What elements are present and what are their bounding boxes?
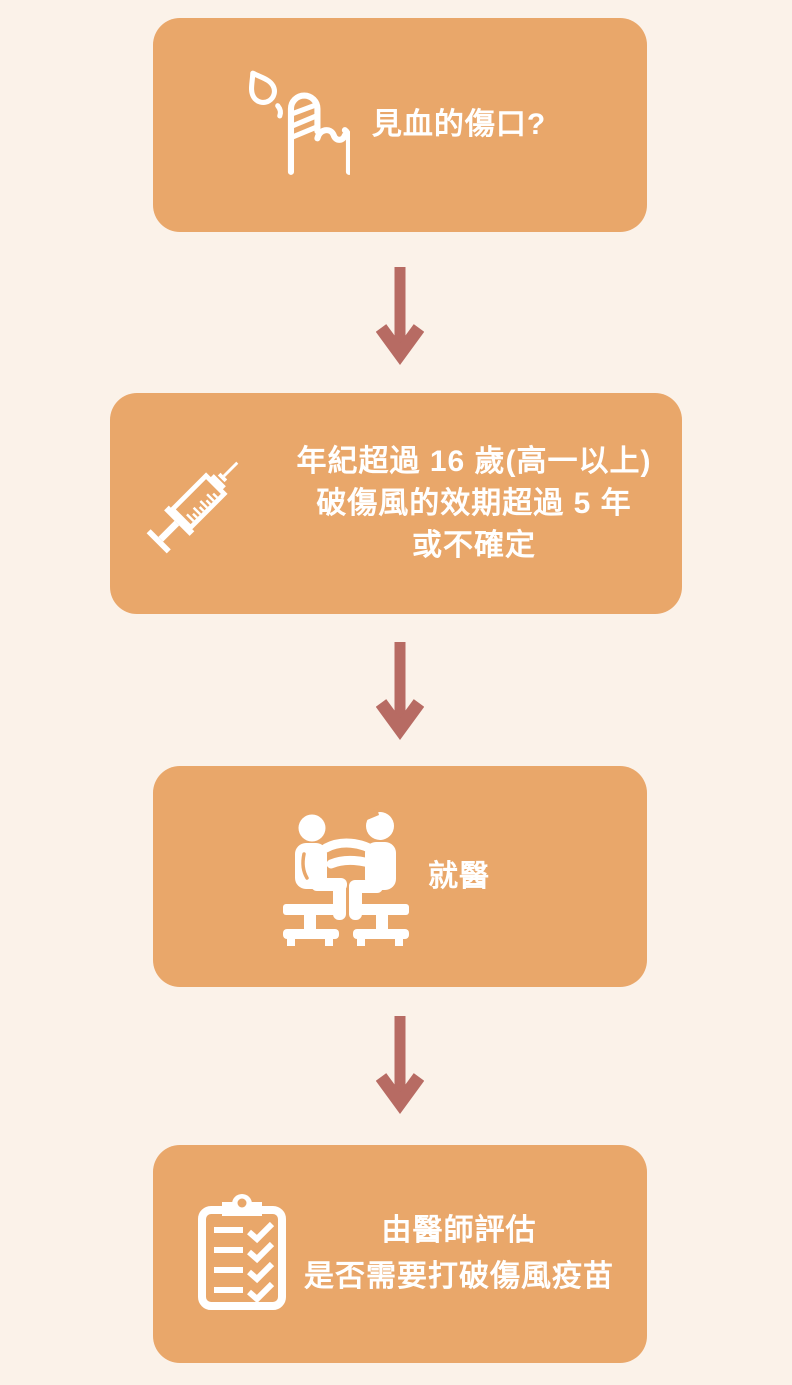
down-arrow-icon (376, 1014, 424, 1114)
bleeding-wound-icon (236, 64, 350, 178)
flow-step-doctor-assessment: 由醫師評估 是否需要打破傷風疫苗 (153, 1145, 647, 1363)
step-text-line: 或不確定 (412, 528, 536, 562)
step-text-line: 年紀超過 16 歲(高一以上) (296, 444, 652, 478)
step-text-line: 由醫師評估 (381, 1214, 537, 1247)
flow-step-see-doctor: 就醫 (153, 766, 647, 987)
clipboard-checklist-icon (198, 1192, 286, 1310)
flow-step-wound-question: 見血的傷口? (153, 18, 647, 232)
down-arrow-icon (376, 640, 424, 740)
flow-step-label: 由醫師評估 是否需要打破傷風疫苗 (153, 1145, 647, 1363)
syringe-icon (140, 446, 254, 560)
down-arrow-icon (376, 265, 424, 365)
flow-step-criteria: 年紀超過 16 歲(高一以上) 破傷風的效期超過 5 年 或不確定 (110, 393, 682, 614)
flow-step-label: 就醫 (153, 766, 647, 987)
step-text-line: 見血的傷口? (371, 108, 547, 141)
step-text-line: 破傷風的效期超過 5 年 (316, 486, 632, 520)
step-text-line: 是否需要打破傷風疫苗 (304, 1260, 614, 1293)
flow-step-label: 年紀超過 16 歲(高一以上) 破傷風的效期超過 5 年 或不確定 (110, 393, 682, 614)
flow-step-label: 見血的傷口? (153, 18, 647, 232)
step-text-line: 就醫 (428, 859, 490, 893)
doctor-visit-icon (281, 808, 411, 948)
